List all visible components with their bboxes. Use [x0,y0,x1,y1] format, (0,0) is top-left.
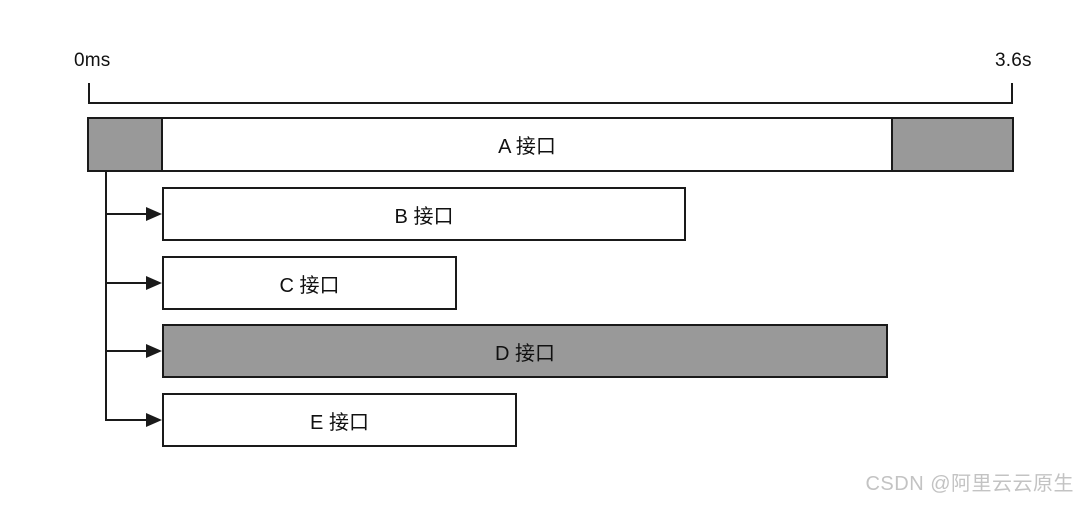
bar-a-right-gray-segment [891,119,1012,170]
connector-branch-e [105,419,147,421]
bar-d-label: D 接口 [495,342,555,365]
timeline-start-label: 0ms [74,50,111,71]
connector-branch-d [105,350,147,352]
timeline-end-label: 3.6s [995,50,1032,71]
bar-b-label: B 接口 [394,205,454,228]
arrowhead-icon [146,344,162,358]
bar-b: B 接口 [162,187,686,241]
connector-trunk-line [105,172,107,421]
bar-c: C 接口 [162,256,457,310]
timeline-bracket [88,83,1013,104]
bar-e: E 接口 [162,393,517,447]
bar-e-label: E 接口 [310,411,369,434]
bar-a: A 接口 [87,117,1014,172]
arrowhead-icon [146,276,162,290]
bar-a-label: A 接口 [498,136,556,158]
connector-branch-b [105,213,147,215]
bar-a-body: A 接口 [163,119,891,170]
arrowhead-icon [146,413,162,427]
bar-a-left-gray-segment [89,119,163,170]
bar-c-label: C 接口 [279,274,340,297]
connector-branch-c [105,282,147,284]
bar-d: D 接口 [162,324,888,378]
watermark: CSDN @阿里云云原生 [865,473,1074,495]
arrowhead-icon [146,207,162,221]
